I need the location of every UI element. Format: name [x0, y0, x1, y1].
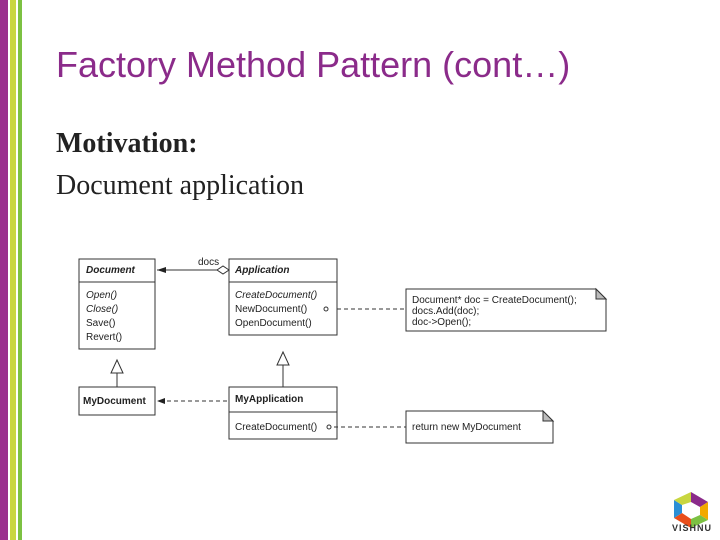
createdocument-note: return new MyDocument	[405, 409, 555, 444]
application-method-newdocument: NewDocument()	[235, 304, 307, 315]
inheritance-mydocument-document	[110, 358, 124, 387]
document-method-open: Open()	[86, 290, 117, 301]
aggregation-diamond	[216, 265, 230, 275]
note-line-1: Document* doc = CreateDocument();	[412, 295, 577, 306]
dependency-arrowhead	[157, 398, 165, 404]
inheritance-triangle	[110, 358, 124, 374]
note-anchor	[323, 306, 329, 312]
myapplication-class: MyApplication CreateDocument()	[228, 386, 338, 440]
left-stripe-purple	[0, 0, 8, 540]
myapplication-class-name: MyApplication	[235, 394, 303, 405]
left-stripe-green	[18, 0, 22, 540]
docs-association: docs	[157, 257, 230, 275]
myapplication-method-createdocument: CreateDocument()	[235, 422, 317, 433]
docs-label: docs	[198, 257, 219, 268]
logo-text: VISHNU	[671, 523, 712, 533]
application-method-opendocument: OpenDocument()	[235, 318, 312, 329]
slide-title: Factory Method Pattern (cont…)	[56, 44, 571, 85]
association-arrowhead	[157, 267, 166, 273]
document-class: Document Open() Close() Save() Revert()	[78, 258, 156, 350]
document-class-name: Document	[86, 265, 136, 276]
motivation-heading: Motivation:	[56, 128, 198, 159]
document-application-subheading: Document application	[56, 170, 305, 201]
document-method-close: Close()	[86, 304, 118, 315]
note-line-2: docs.Add(doc);	[412, 306, 479, 317]
mydocument-class-name: MyDocument	[83, 396, 146, 407]
creates-dependency	[157, 398, 229, 404]
inheritance-triangle	[276, 350, 290, 366]
inheritance-myapplication-application	[276, 350, 290, 387]
application-class-name: Application	[234, 265, 289, 276]
document-method-save: Save()	[86, 318, 115, 329]
application-class: Application CreateDocument() NewDocument…	[228, 258, 338, 336]
note-return: return new MyDocument	[412, 422, 521, 433]
left-stripe-yellow	[10, 0, 16, 540]
document-method-revert: Revert()	[86, 332, 122, 343]
note-anchor	[326, 424, 332, 430]
newdocument-note: Document* doc = CreateDocument(); docs.A…	[405, 287, 608, 332]
note-line-3: doc->Open();	[412, 317, 471, 328]
application-method-createdocument: CreateDocument()	[235, 290, 317, 301]
vishnu-logo-icon	[674, 492, 708, 528]
mydocument-class: MyDocument	[78, 386, 156, 416]
